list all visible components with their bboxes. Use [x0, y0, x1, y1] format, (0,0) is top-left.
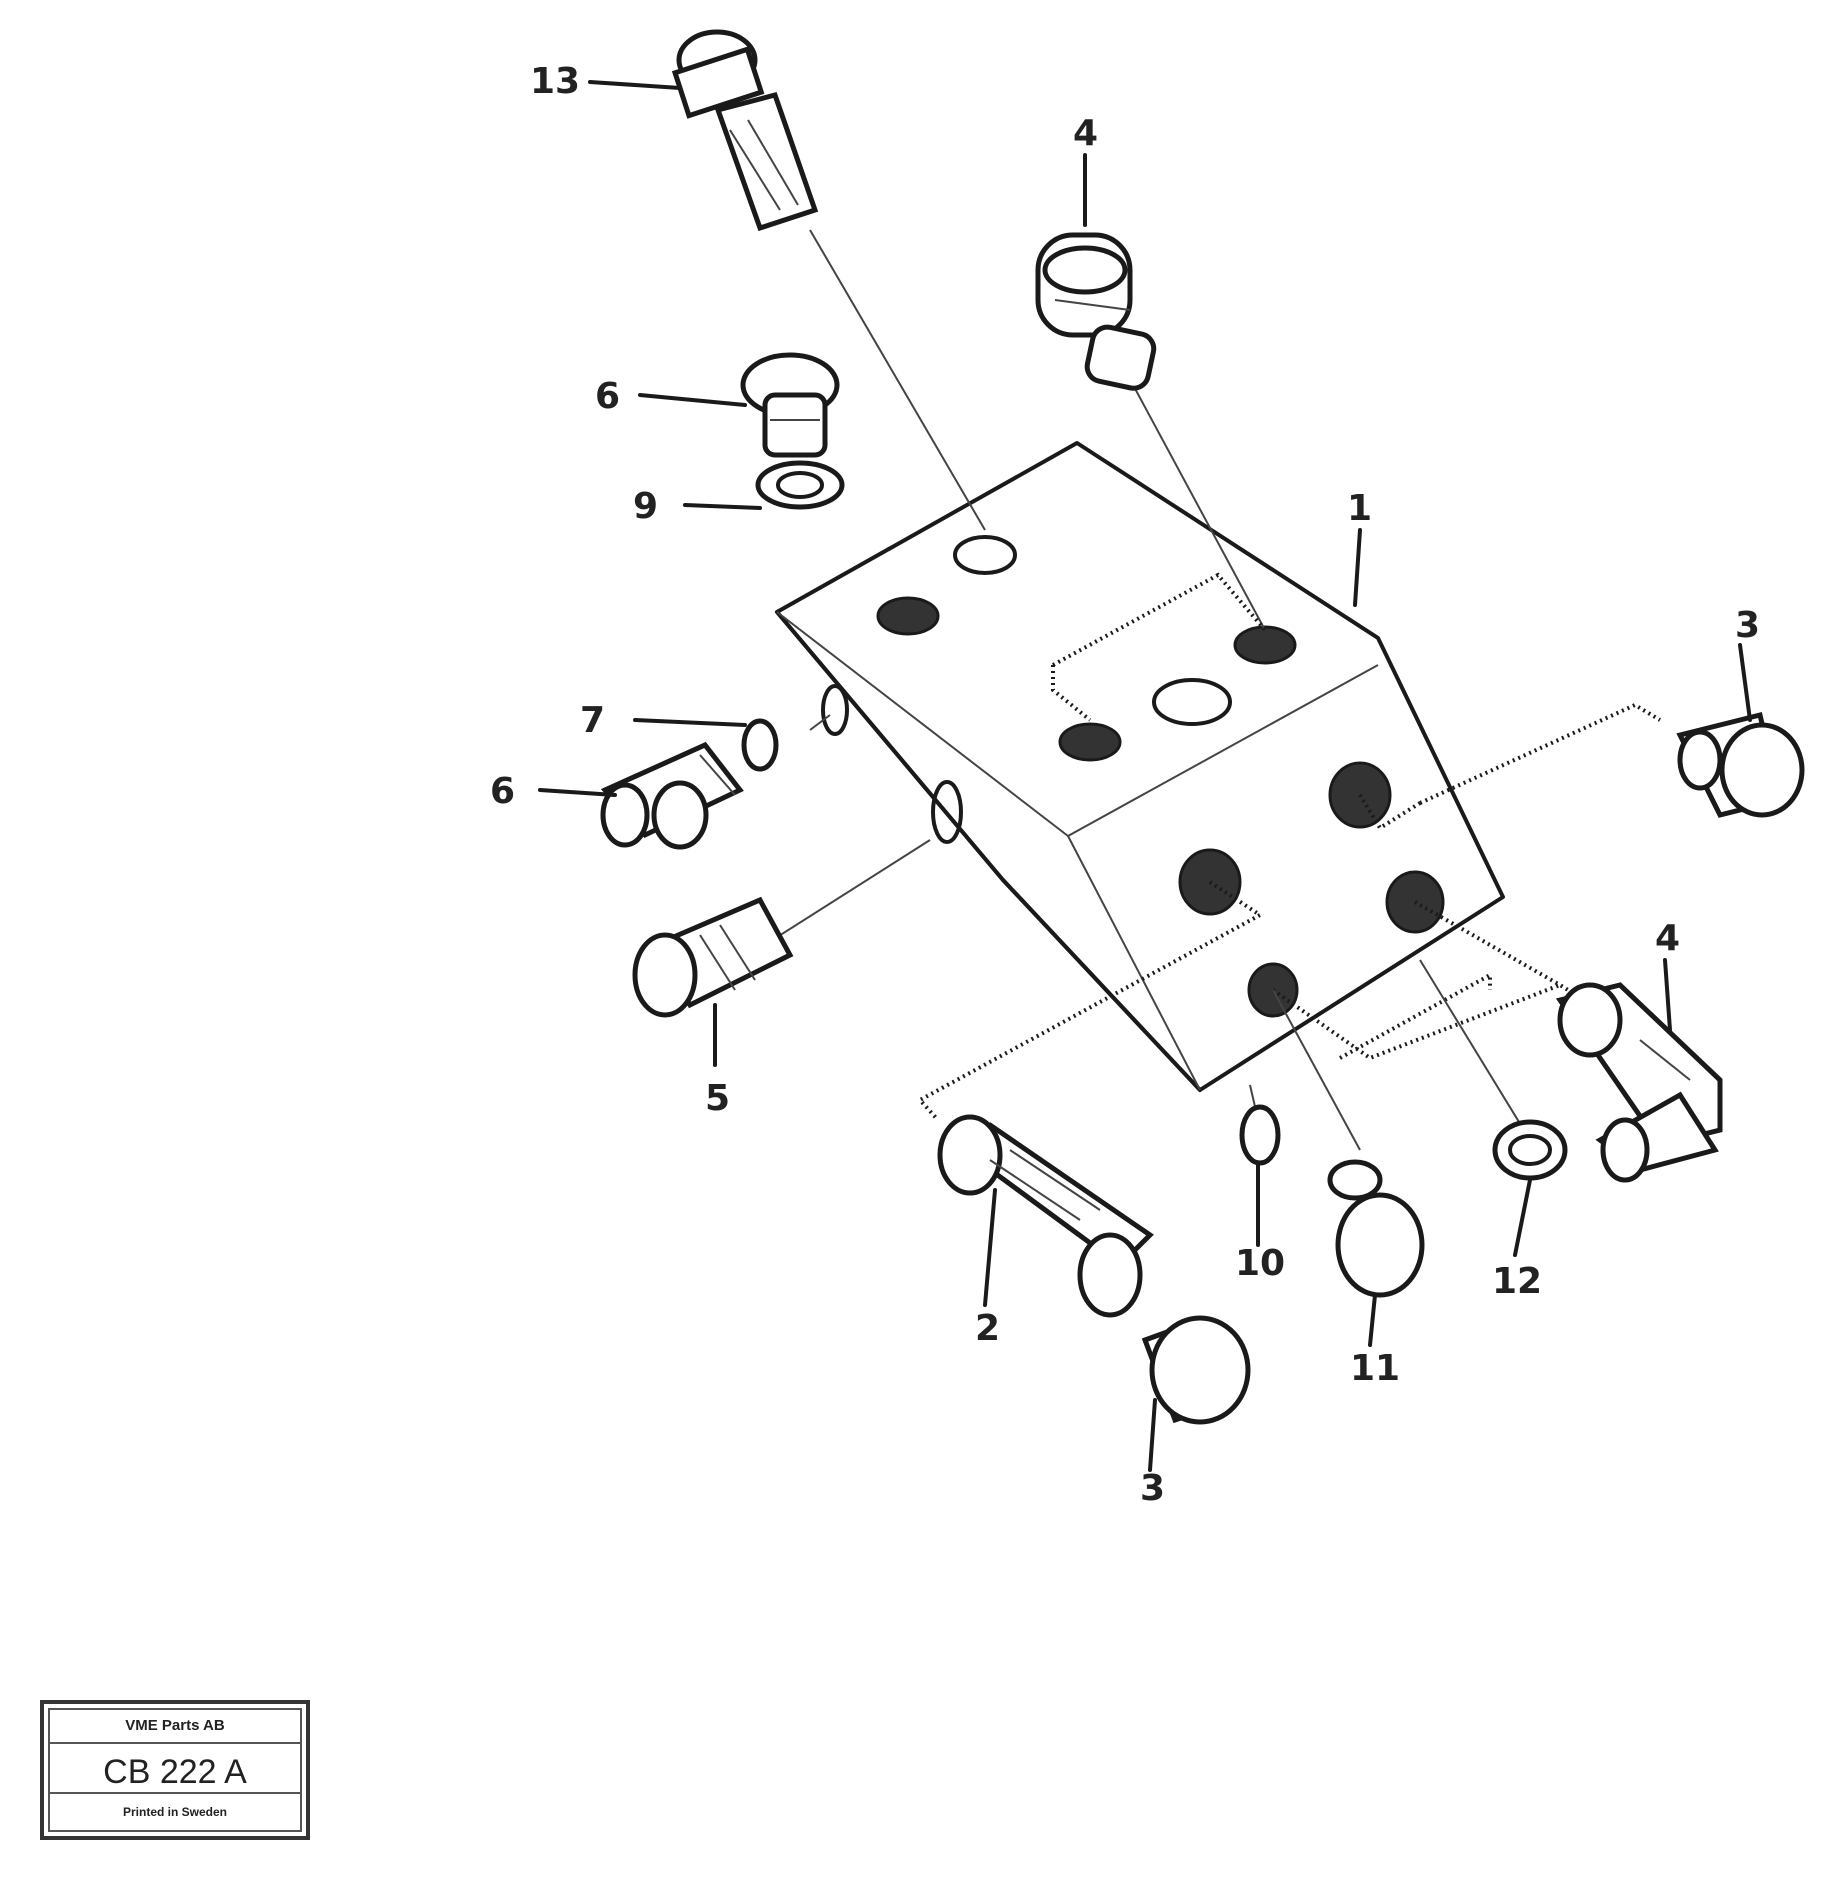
callout-12: 12	[1492, 1261, 1542, 1302]
cartridge-part-2	[937, 1114, 1154, 1318]
fitting-part-5	[632, 896, 794, 1018]
washer-part-7	[741, 718, 779, 772]
leader-lines	[759, 229, 1662, 1151]
callout-leaders	[538, 80, 1752, 1472]
plug-part-8	[740, 352, 840, 458]
callout-9: 9	[633, 486, 658, 527]
callout-6-left: 6	[490, 771, 515, 812]
callout-3-right: 3	[1735, 605, 1760, 646]
stamp-printed: Printed in Sweden	[50, 1792, 300, 1830]
fitting-part-6-left	[600, 741, 744, 850]
callout-1: 1	[1347, 488, 1372, 529]
washer-part-12	[1492, 1119, 1568, 1181]
callout-5: 5	[705, 1078, 730, 1119]
valve-block	[775, 441, 1505, 1092]
callout-11: 11	[1350, 1348, 1400, 1389]
callout-4-right: 4	[1655, 918, 1680, 959]
callout-13: 13	[530, 61, 580, 102]
oring-part-10	[1239, 1104, 1281, 1166]
bolt-part-13	[671, 29, 819, 232]
callout-4-top: 4	[1073, 113, 1098, 154]
callout-7: 7	[580, 700, 605, 741]
stamp-company: VME Parts AB	[50, 1710, 300, 1744]
washer-part-9	[755, 460, 845, 510]
callout-numbers: 13 4 6 9 1 3 7 6 5 4 2 3 10 11 12	[490, 61, 1760, 1509]
stamp-code: CB 222 A	[103, 1753, 247, 1791]
drawing-stamp: VME Parts AB CB 222 A Printed in Sweden	[40, 1700, 310, 1840]
plug-part-3-bottom	[1141, 1315, 1251, 1425]
callout-6-top: 6	[595, 376, 620, 417]
callout-10: 10	[1235, 1243, 1285, 1284]
callout-2: 2	[975, 1308, 1000, 1349]
plug-part-3-right	[1676, 711, 1805, 818]
fitting-part-4-top	[1035, 232, 1157, 391]
fitting-part-4-right	[1555, 982, 1723, 1183]
plug-part-11	[1327, 1159, 1425, 1298]
callout-3-bottom: 3	[1140, 1468, 1165, 1509]
